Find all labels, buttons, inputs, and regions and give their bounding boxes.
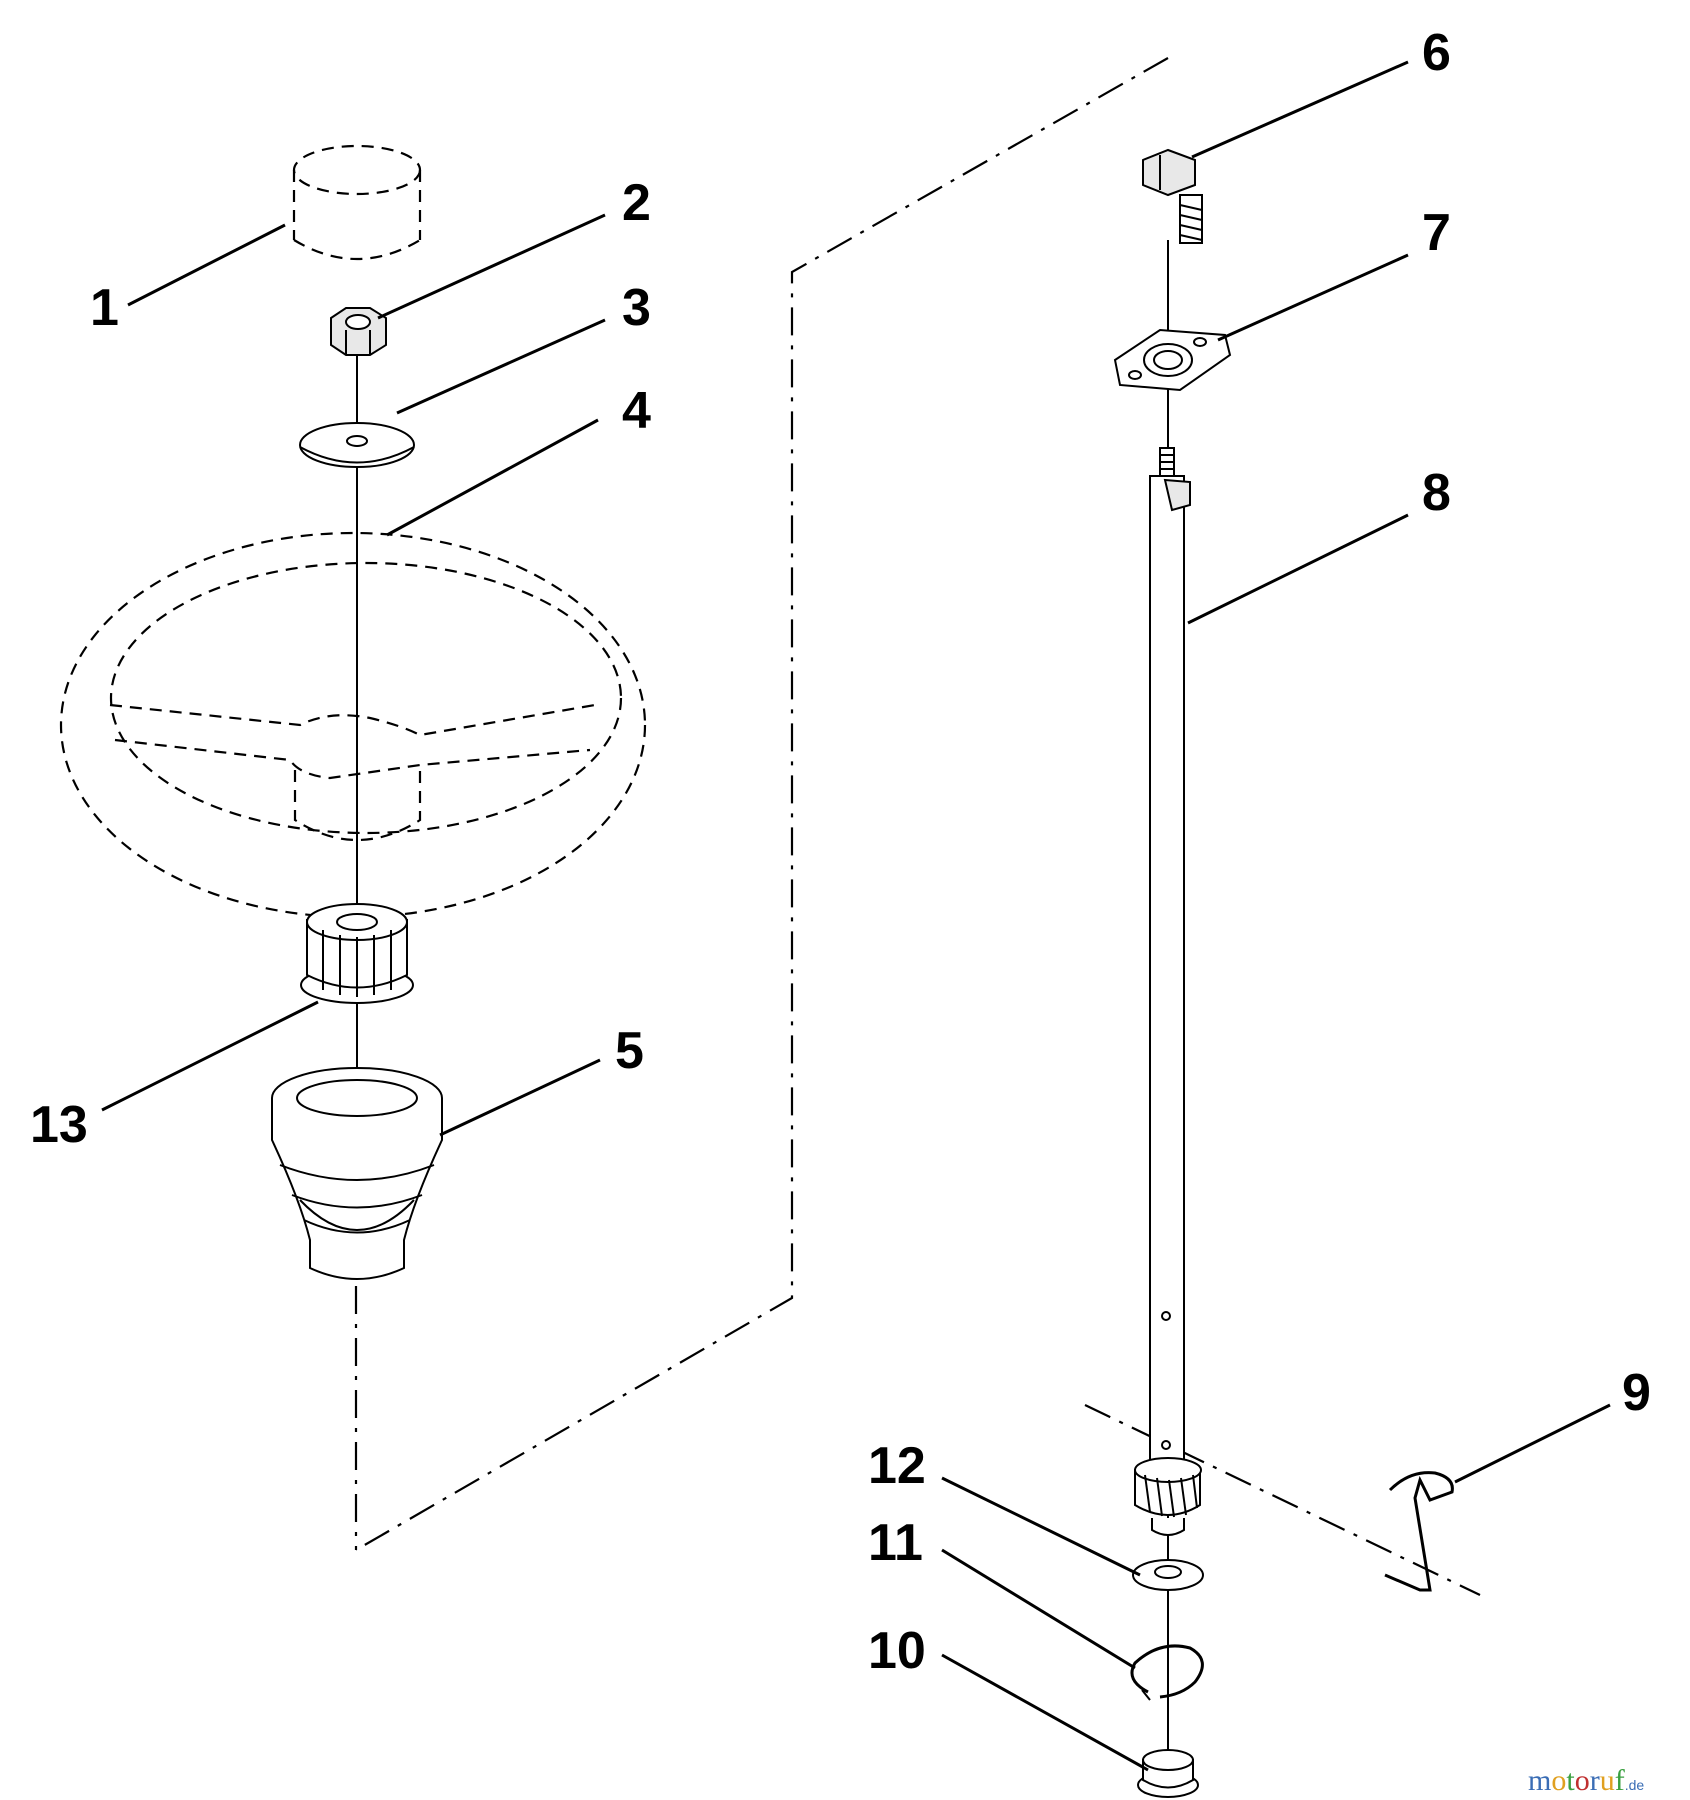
part-12-washer [1132, 1559, 1204, 1591]
part-9-spring-clip [1384, 1471, 1454, 1592]
part-10-nut [1137, 1749, 1199, 1798]
callout-6: 6 [1422, 24, 1451, 82]
callout-3: 3 [622, 279, 651, 337]
part-8-steering-shaft [1149, 447, 1191, 1477]
part-4-steering-wheel [59, 531, 647, 919]
callout-10: 10 [868, 1622, 926, 1680]
part-2-nut [330, 307, 387, 356]
watermark-letter: t [1566, 1764, 1575, 1797]
callout-13: 13 [30, 1096, 88, 1154]
callout-1: 1 [90, 279, 119, 337]
part-11-retaining-ring [1130, 1644, 1204, 1701]
callout-2: 2 [622, 174, 651, 232]
watermark-letter: m [1528, 1764, 1551, 1797]
leader-lines [101, 60, 1611, 1772]
watermark-letter: o [1575, 1764, 1590, 1797]
watermark-logo: motoruf.de [1528, 1764, 1644, 1797]
callout-9: 9 [1622, 1364, 1651, 1422]
pinion-gear [1134, 1457, 1202, 1536]
part-5-column-cover [271, 1067, 443, 1280]
part-7-flange-bearing [1113, 328, 1232, 392]
part-6-bolt [1142, 148, 1203, 244]
callout-12: 12 [868, 1437, 926, 1495]
watermark-letter: f [1615, 1764, 1625, 1797]
part-3-washer [299, 422, 415, 468]
watermark-suffix: .de [1625, 1777, 1645, 1793]
callout-11: 11 [868, 1514, 923, 1572]
callout-8: 8 [1422, 464, 1451, 522]
part-13-hub-adapter [300, 903, 414, 1004]
callout-7: 7 [1422, 204, 1451, 262]
callout-4: 4 [622, 382, 651, 440]
reference-frame [354, 57, 1481, 1596]
watermark-letter: r [1590, 1764, 1600, 1797]
callouts: 1 2 3 4 5 6 7 8 9 10 11 12 13 [30, 24, 1651, 1680]
part-1-cap [292, 144, 422, 261]
callout-5: 5 [615, 1022, 644, 1080]
watermark-letter: u [1600, 1764, 1615, 1797]
svg-text:motoruf.de: motoruf.de [1528, 1764, 1644, 1797]
watermark-letter: o [1551, 1764, 1566, 1797]
